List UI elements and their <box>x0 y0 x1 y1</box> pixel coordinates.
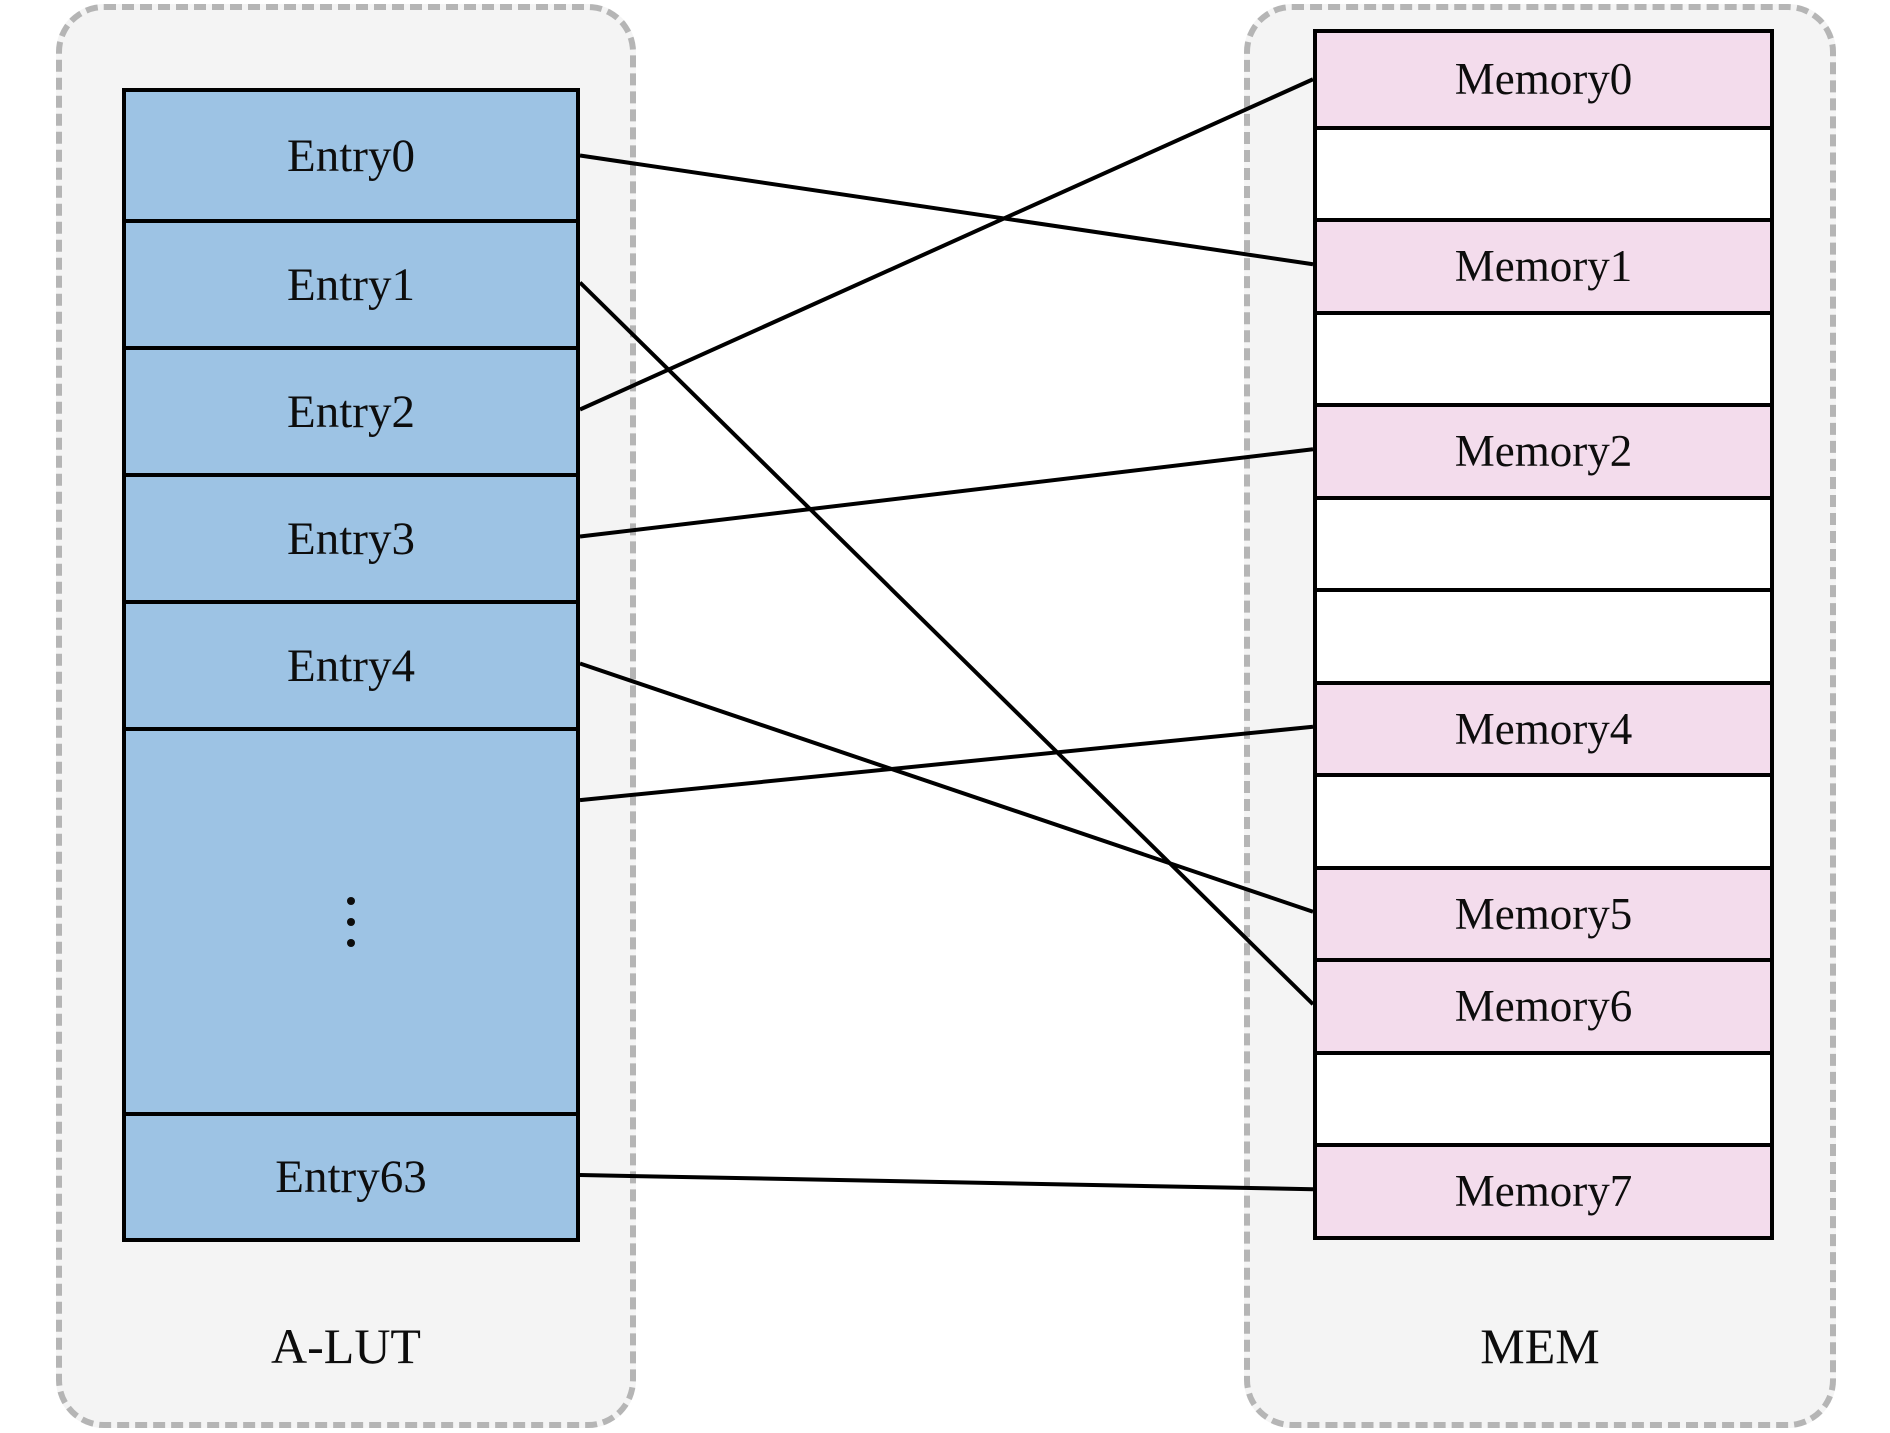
memory-cell-empty <box>1317 310 1770 403</box>
memory-cell-label: Memory4 <box>1454 703 1633 754</box>
memory-cell-label: Memory7 <box>1454 1166 1633 1217</box>
alut-entry-row: Entry2 <box>126 346 576 473</box>
memory-cell: Memory1 <box>1317 218 1770 311</box>
alut-entry-row: Entry0 <box>126 92 576 219</box>
alut-entry-label: Entry4 <box>287 639 415 692</box>
connection-line <box>579 153 1314 267</box>
memory-cell-label: Memory6 <box>1454 981 1633 1032</box>
memory-cell: Memory5 <box>1317 865 1770 958</box>
vdots-icon <box>347 896 355 947</box>
memory-cell-label: Memory0 <box>1454 54 1633 105</box>
connection-line <box>579 724 1314 803</box>
connection-line <box>579 661 1314 914</box>
connection-line <box>579 447 1314 539</box>
memory-cell-empty <box>1317 588 1770 681</box>
alut-entry-label: Entry63 <box>275 1151 427 1203</box>
memory-cell: Memory2 <box>1317 403 1770 496</box>
alut-entry-row: Entry63 <box>126 1112 576 1238</box>
alut-entry-label: Entry0 <box>287 129 415 182</box>
connection-line <box>579 77 1314 412</box>
connection-line <box>579 1173 1314 1192</box>
memory-cell-label: Memory5 <box>1454 888 1633 939</box>
alut-entry-row: Entry4 <box>126 600 576 727</box>
alut-entry-row: Entry1 <box>126 219 576 346</box>
mem-panel-label: MEM <box>1480 1318 1600 1374</box>
alut-panel-label: A-LUT <box>271 1318 421 1374</box>
memory-cell-empty <box>1317 773 1770 866</box>
memory-cell-label: Memory2 <box>1454 426 1633 477</box>
memory-cell-empty <box>1317 125 1770 218</box>
memory-cell-empty <box>1317 495 1770 588</box>
alut-entry-row: Entry3 <box>126 473 576 600</box>
memory-cell: Memory6 <box>1317 958 1770 1051</box>
alut-entry-label: Entry3 <box>287 512 415 565</box>
connection-line <box>578 281 1315 1006</box>
memory-cell-label: Memory1 <box>1454 241 1633 292</box>
alut-entry-label: Entry2 <box>287 385 415 438</box>
memory-cell: Memory0 <box>1317 33 1770 126</box>
alut-ellipsis-row <box>126 727 576 1112</box>
memory-cell: Memory4 <box>1317 680 1770 773</box>
alut-entry-label: Entry1 <box>287 258 415 311</box>
memory-cell-empty <box>1317 1050 1770 1143</box>
memory-cell: Memory7 <box>1317 1143 1770 1236</box>
